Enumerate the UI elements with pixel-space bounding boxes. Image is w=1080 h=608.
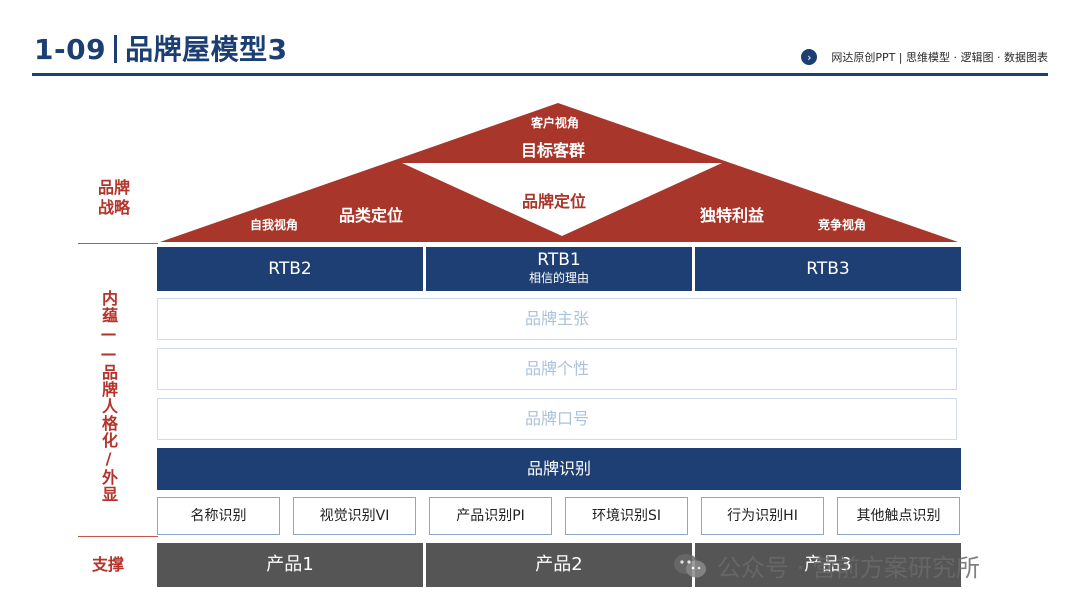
product-2-block: 产品2	[426, 543, 692, 587]
rtb3-block: RTB3	[695, 247, 961, 291]
identity-item-other: 其他触点识别	[837, 497, 960, 535]
label-support: 支撑	[91, 555, 124, 574]
roof-inner-triangle	[402, 163, 722, 236]
category-positioning-label: 品类定位	[339, 206, 404, 225]
rtb3-label: RTB3	[806, 259, 850, 279]
divider-strategy	[78, 243, 158, 244]
divider-support	[78, 536, 158, 537]
label-brand-strategy-text: 品牌战略	[97, 178, 130, 217]
product-3-block: 产品3	[695, 543, 961, 587]
unique-benefit-label: 独特利益	[700, 206, 765, 225]
arrow-right-icon: ›	[801, 49, 818, 65]
label-connotation: 内蕴——品牌人格化/外显	[97, 262, 119, 535]
target-group-label: 目标客群	[521, 141, 586, 160]
header-divider	[32, 73, 1048, 76]
brand-personality-box: 品牌个性	[157, 348, 957, 390]
rtb1-sub-label: 相信的理由	[528, 271, 589, 285]
competitor-view-label: 竞争视角	[818, 218, 867, 232]
brand-slogan-box: 品牌口号	[157, 398, 957, 440]
page-title: 1-09 品牌屋模型3	[34, 28, 288, 68]
label-brand-strategy: 品牌战略	[92, 178, 136, 218]
identity-item-behavior: 行为识别HI	[701, 497, 824, 535]
slide-number: 1-09	[34, 33, 107, 66]
identity-item-visual: 视觉识别VI	[293, 497, 416, 535]
rtb2-block: RTB2	[157, 247, 423, 291]
watermark-text: 公众号 · 营前方案研究所	[717, 554, 980, 582]
rtb2-label: RTB2	[268, 259, 312, 279]
identity-item-name: 名称识别	[157, 497, 280, 535]
wechat-icon	[674, 553, 706, 577]
rtb1-block: RTB1 相信的理由	[426, 247, 692, 291]
watermark: 公众号 · 营前方案研究所	[673, 548, 980, 583]
brand-roof	[160, 103, 958, 242]
label-connotation-text: 内蕴——品牌人格化/外显	[99, 289, 118, 503]
title-separator	[114, 35, 118, 63]
self-view-label: 自我视角	[250, 218, 299, 232]
customer-view-label: 客户视角	[531, 116, 580, 130]
product-1-block: 产品1	[157, 543, 423, 587]
identity-item-product: 产品识别PI	[429, 497, 552, 535]
slide-title: 品牌屋模型3	[125, 33, 288, 66]
subtitle-text: 网达原创PPT | 思维模型 · 逻辑图 · 数据图表	[831, 51, 1048, 64]
brand-identity-bar: 品牌识别	[157, 448, 961, 490]
header-subtitle: › 网达原创PPT | 思维模型 · 逻辑图 · 数据图表	[801, 49, 1048, 65]
rtb1-label: RTB1	[537, 250, 581, 270]
identity-item-environment: 环境识别SI	[565, 497, 688, 535]
brand-proposition-box: 品牌主张	[157, 298, 957, 340]
brand-positioning-label: 品牌定位	[522, 192, 587, 211]
